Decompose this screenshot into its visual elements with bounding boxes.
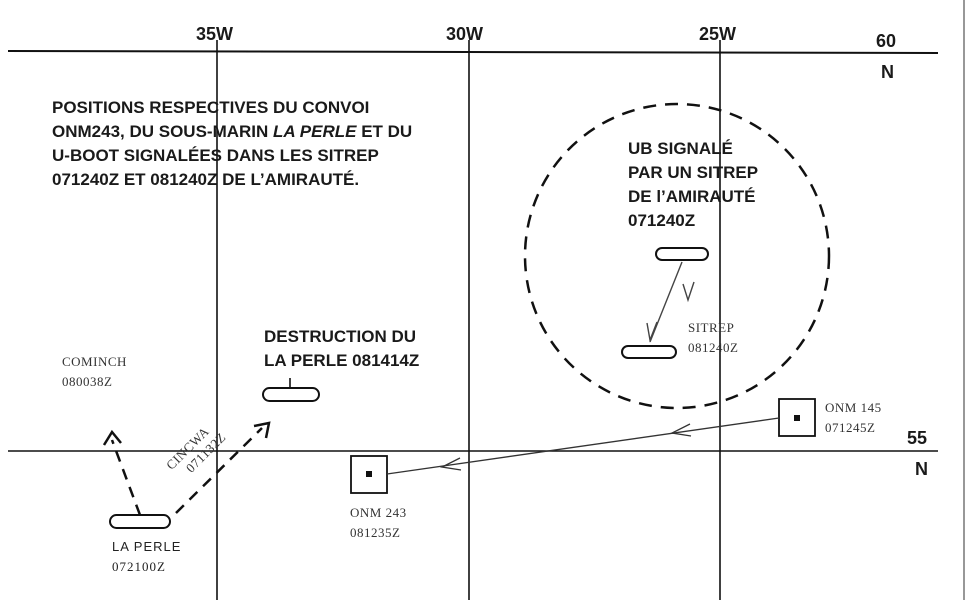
latitude-label-60-hemi: N: [881, 62, 894, 82]
la-perle-position-072100z: [109, 514, 171, 529]
destruction-line-1: DESTRUCTION DU: [264, 327, 417, 346]
ub-signal-line-3: DE l’AMIRAUTÉ: [628, 187, 756, 206]
onm145-label: ONM 145 071245Z: [825, 398, 882, 438]
latitude-label-55-hemi: N: [915, 459, 928, 479]
onm243-label: ONM 243 081235Z: [350, 503, 407, 543]
ub-signal-line-2: PAR UN SITREP: [628, 163, 759, 182]
la-perle-line-1: LA PERLE: [112, 539, 182, 554]
convoy-track: [386, 417, 780, 475]
map-title-line-4: 071240Z ET 081240Z DE L’AMIRAUTÉ.: [52, 170, 360, 189]
map-title-line-2: ONM243, DU SOUS-MARIN LA PERLE ET DU: [52, 122, 413, 141]
destruction-line-2: LA PERLE 081414Z: [264, 351, 420, 370]
uboat-position-081240z: [621, 345, 677, 359]
la-perle-line-2: 072100Z: [112, 559, 166, 574]
sitrep-label: SITREP 081240Z: [688, 318, 738, 358]
uboat-track-arrow: [682, 281, 695, 303]
convoy-track-arrow-1: [669, 423, 692, 437]
submarine-name: LA PERLE: [273, 122, 357, 141]
onm243-line-2: 081235Z: [350, 525, 401, 540]
cincwa-arrow: [253, 421, 271, 439]
convoy-onm243-marker: [366, 471, 372, 477]
cincwa-track: [175, 427, 263, 514]
cominch-arrow: [102, 429, 122, 446]
onm145-line-2: 071245Z: [825, 420, 876, 435]
destruction-label: DESTRUCTION DU LA PERLE 081414Z: [264, 325, 419, 373]
cominch-track: [110, 439, 142, 516]
cominch-line-1: COMINCH: [62, 354, 127, 369]
latitude-label-55: 55: [907, 428, 928, 448]
ub-signal-line-4: 071240Z: [628, 211, 696, 230]
ub-signal-line-1: UB SIGNALÉ: [628, 139, 733, 158]
sitrep-line-1: SITREP: [688, 320, 735, 335]
onm145-line-1: ONM 145: [825, 400, 882, 415]
map-title: POSITIONS RESPECTIVES DU CONVOI ONM243, …: [52, 96, 412, 192]
convoy-track-arrow-2: [439, 457, 462, 471]
sitrep-line-2: 081240Z: [688, 340, 739, 355]
latitude-line-60n: [7, 50, 939, 54]
map-title-line-3: U-BOOT SIGNALÉES DANS LES SITREP: [52, 146, 379, 165]
cominch-line-2: 080038Z: [62, 374, 113, 389]
map-title-line-1: POSITIONS RESPECTIVES DU CONVOI: [52, 98, 370, 117]
latitude-label-60: 60: [876, 31, 897, 51]
longitude-label-30w: 30W: [446, 24, 484, 44]
longitude-label-35w: 35W: [196, 24, 234, 44]
uboat-position-071240z: [655, 247, 709, 261]
la-perle-destruction-position: [262, 387, 320, 402]
convoy-onm145-marker: [794, 415, 800, 421]
onm243-line-1: ONM 243: [350, 505, 407, 520]
uboat-track: [649, 261, 683, 343]
cominch-label: COMINCH 080038Z: [62, 352, 127, 392]
ub-signal-label: UB SIGNALÉ PAR UN SITREP DE l’AMIRAUTÉ 0…: [628, 137, 758, 233]
longitude-label-25w: 25W: [699, 24, 737, 44]
la-perle-label: LA PERLE 072100Z: [112, 537, 181, 577]
uboat-area-circle: [523, 102, 831, 410]
uboat-track-arrow-2: [646, 321, 658, 343]
